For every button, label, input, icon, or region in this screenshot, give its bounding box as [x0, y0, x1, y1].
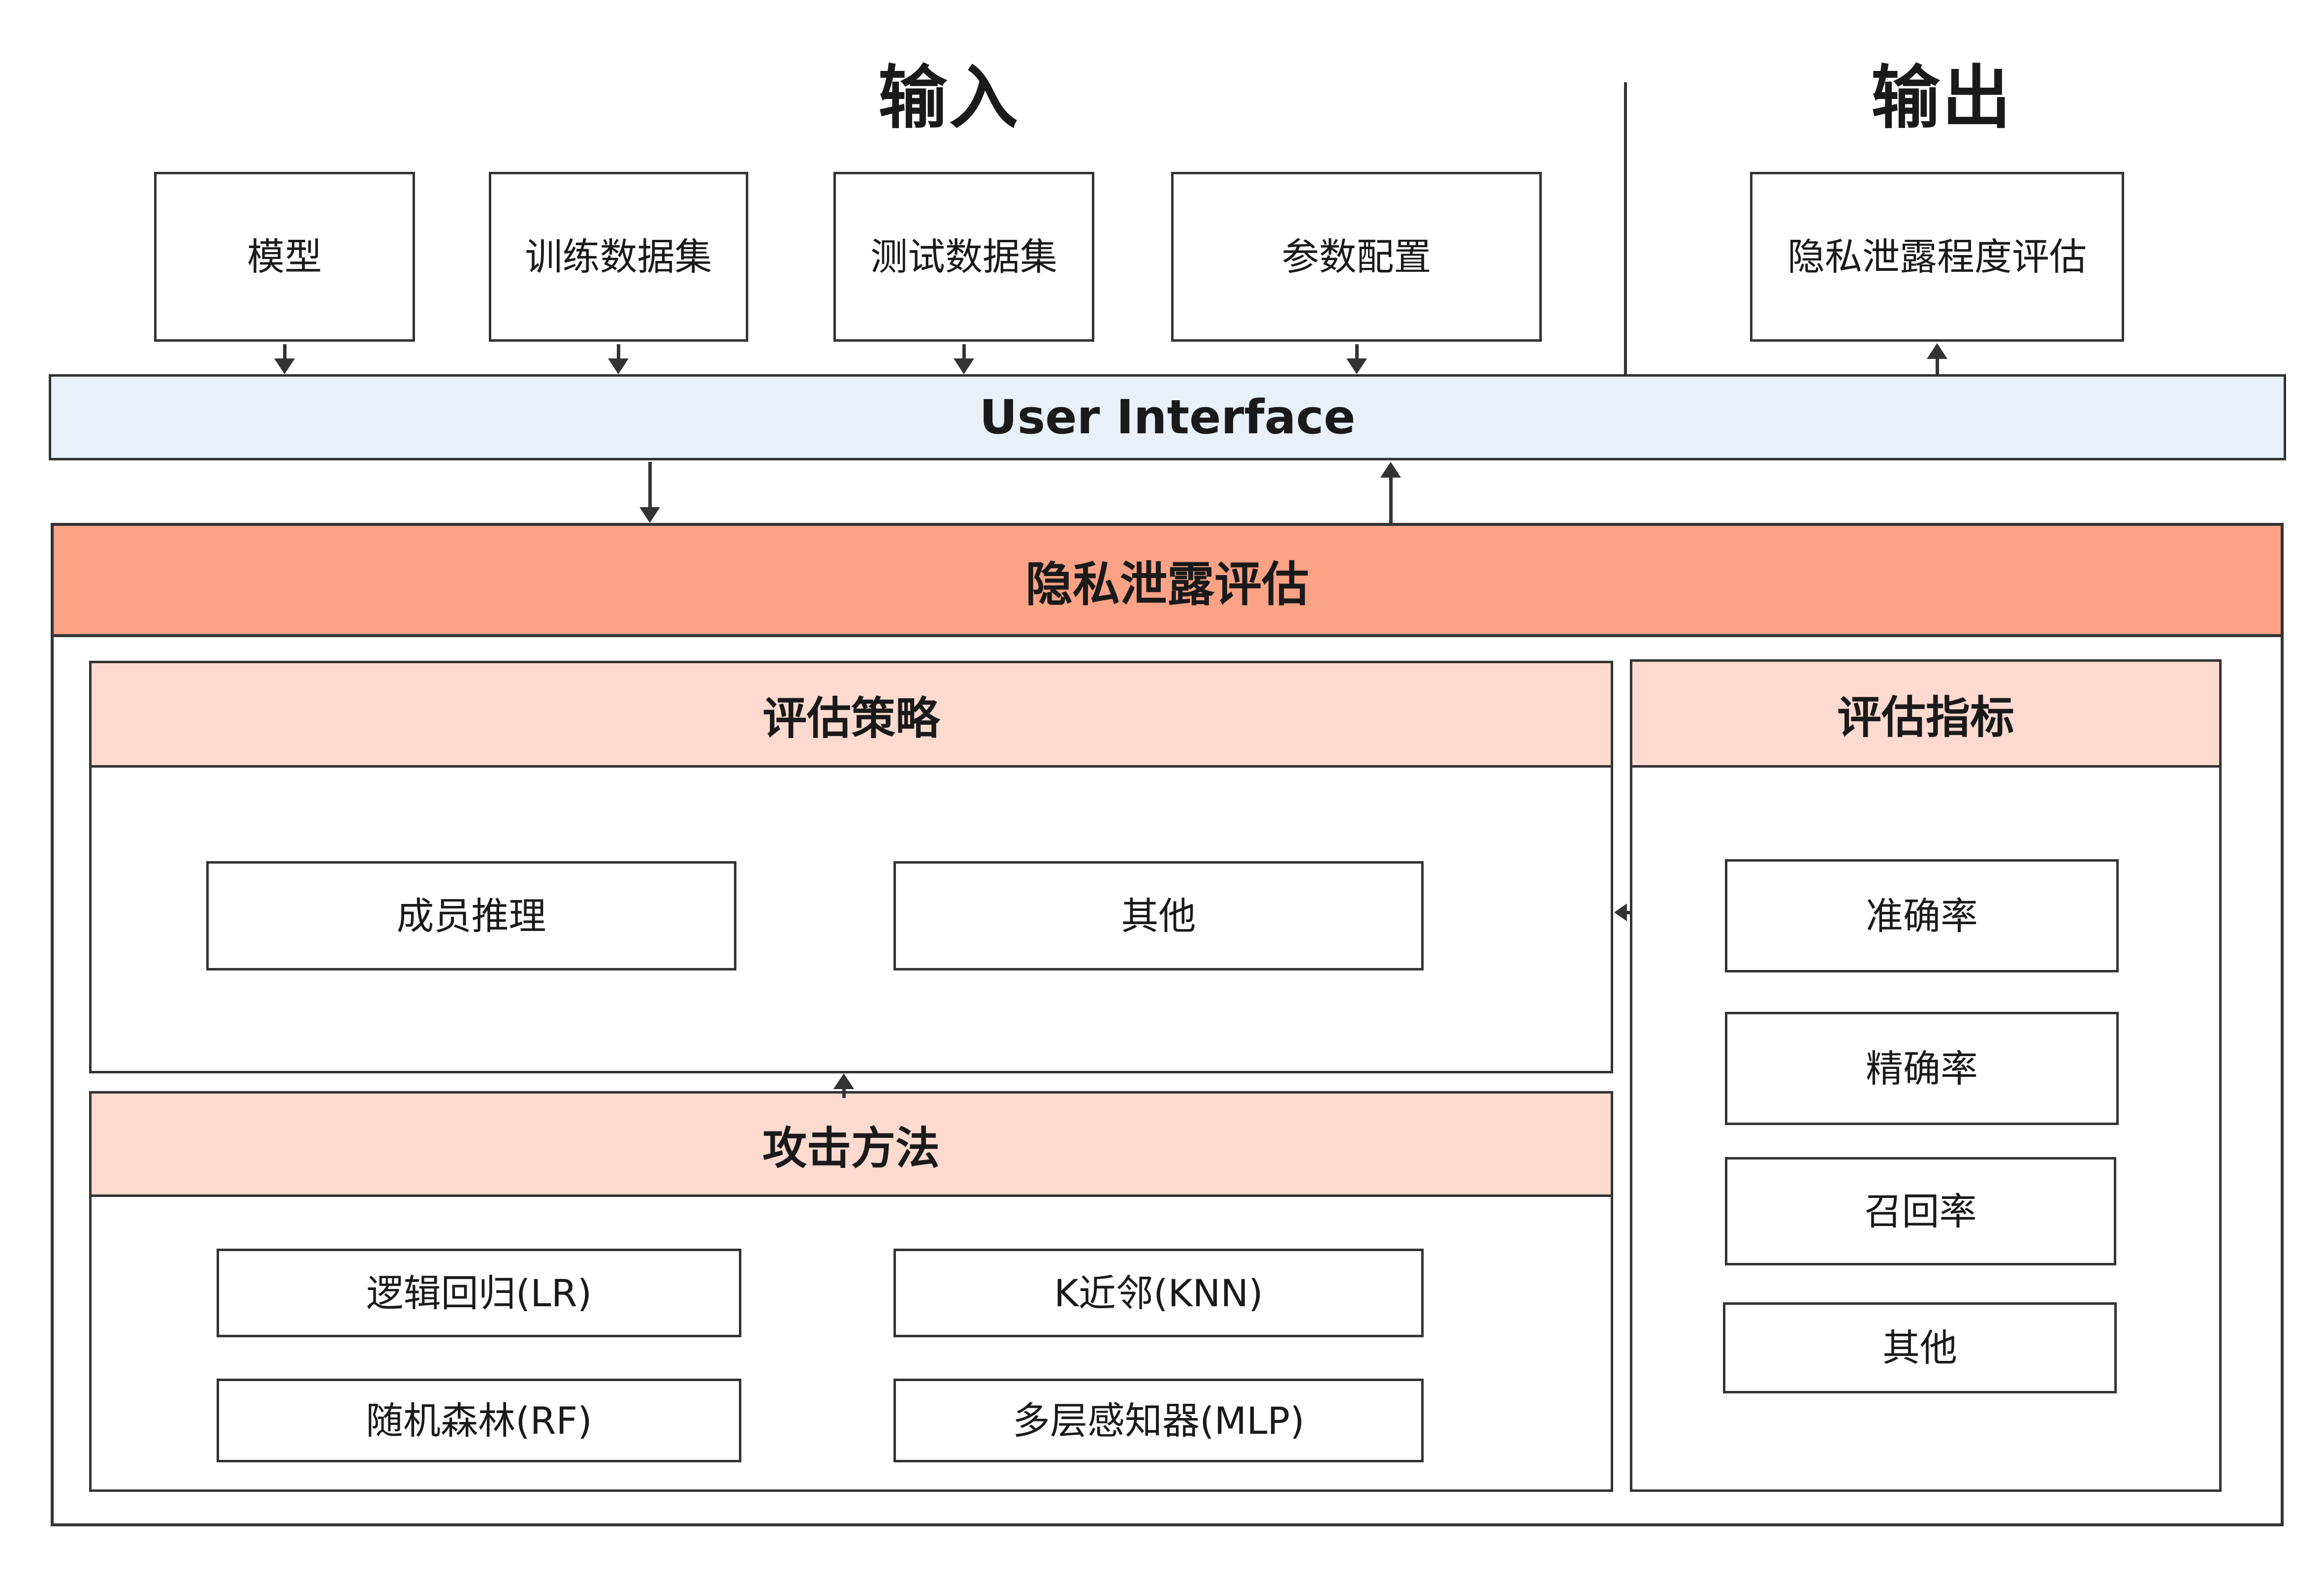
input-box-param-config: 参数配置 — [1171, 172, 1542, 342]
input-box-train-dataset: 训练数据集 — [489, 172, 748, 342]
arrow-test-dataset-to-ui — [954, 344, 974, 374]
arrow-assessment-to-ui — [1380, 462, 1401, 523]
user-interface-bar: User Interface — [49, 374, 2286, 460]
attack-section-header: 攻击方法 — [92, 1094, 1611, 1197]
metric-box-accuracy: 准确率 — [1725, 859, 2119, 972]
strategy-box-member-inference: 成员推理 — [206, 861, 736, 970]
attack-section-title: 攻击方法 — [763, 1122, 940, 1174]
metric-box-other: 其他 — [1723, 1302, 2117, 1393]
output-box-privacy-assessment: 隐私泄露程度评估 — [1750, 172, 2124, 342]
input-box-test-dataset-label: 测试数据集 — [870, 235, 1057, 279]
mlp-label: 多层感知器(MLP) — [1012, 1398, 1305, 1443]
input-output-divider-line — [1624, 82, 1627, 374]
output-section-title: 输出 — [1871, 58, 2013, 138]
strategy-section-header: 评估策略 — [92, 663, 1611, 768]
input-box-model: 模型 — [154, 172, 415, 342]
strategy-other-label: 其他 — [1121, 894, 1196, 938]
input-box-model-label: 模型 — [247, 235, 322, 279]
lr-label: 逻辑回归(LR) — [366, 1271, 592, 1315]
input-box-train-dataset-label: 训练数据集 — [525, 235, 712, 279]
attack-box-lr: 逻辑回归(LR) — [217, 1249, 741, 1337]
knn-label: K近邻(KNN) — [1054, 1271, 1263, 1315]
input-box-param-config-label: 参数配置 — [1281, 235, 1432, 279]
member-inference-label: 成员推理 — [396, 894, 546, 938]
user-interface-label: User Interface — [979, 390, 1356, 445]
arrow-metrics-to-strategy — [1614, 903, 1630, 922]
precision-label: 精确率 — [1866, 1046, 1978, 1091]
input-section-title: 输入 — [878, 58, 1020, 138]
privacy-assessment-header: 隐私泄露评估 — [51, 523, 2284, 637]
arrow-ui-to-assessment — [639, 462, 660, 523]
metric-box-precision: 精确率 — [1725, 1012, 2119, 1125]
arrow-model-to-ui — [274, 344, 295, 374]
arrow-ui-to-output-box — [1927, 343, 1947, 374]
strategy-box-other: 其他 — [893, 861, 1424, 970]
attack-box-knn: K近邻(KNN) — [893, 1249, 1424, 1337]
attack-box-rf: 随机森林(RF) — [217, 1379, 741, 1462]
metrics-section-title: 评估指标 — [1837, 692, 2014, 743]
recall-label: 召回率 — [1864, 1189, 1977, 1233]
strategy-section-title: 评估策略 — [763, 692, 940, 744]
strategy-section: 评估策略 — [89, 661, 1613, 1073]
metrics-section-header: 评估指标 — [1632, 662, 2219, 768]
output-box-label: 隐私泄露程度评估 — [1787, 235, 2087, 279]
metric-box-recall: 召回率 — [1725, 1157, 2116, 1265]
rf-label: 随机森林(RF) — [366, 1398, 592, 1443]
arrow-param-config-to-ui — [1346, 344, 1367, 374]
attack-box-mlp: 多层感知器(MLP) — [893, 1379, 1424, 1462]
input-box-test-dataset: 测试数据集 — [833, 172, 1094, 342]
metrics-other-label: 其他 — [1882, 1326, 1957, 1370]
accuracy-label: 准确率 — [1866, 894, 1978, 938]
arrow-attack-to-strategy — [833, 1073, 854, 1098]
arrow-train-dataset-to-ui — [608, 344, 629, 374]
privacy-assessment-title: 隐私泄露评估 — [1025, 556, 1309, 612]
